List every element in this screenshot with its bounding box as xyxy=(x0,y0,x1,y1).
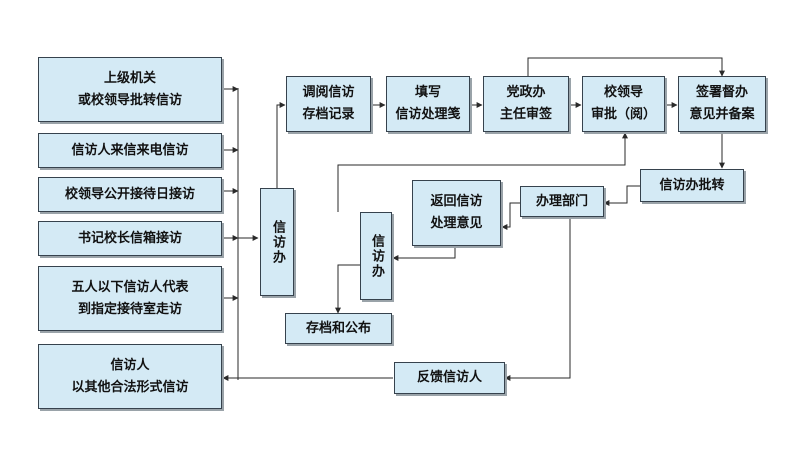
node-office-second-label: 信访办 xyxy=(369,233,384,279)
node-return-opinion: 返回信访 处理意见 xyxy=(412,180,501,246)
arrow-return-to-office2 xyxy=(392,246,456,261)
node-fill-form: 填写 信访处理笺 xyxy=(386,76,470,132)
arrow-forward-to-dept xyxy=(603,185,640,206)
arrow-office2-to-archive xyxy=(335,264,360,314)
node-office-main: 信访办 xyxy=(260,188,294,296)
arrow-dept-to-feedback xyxy=(504,216,571,381)
node-group-visit: 五人以下信访人代表 到指定接待室走访 xyxy=(38,266,222,331)
node-leader-reception: 校领导公开接待日接访 xyxy=(38,177,222,212)
node-other-forms: 信访人 以其他合法形式信访 xyxy=(38,344,222,409)
arrow-party-to-sign-top xyxy=(527,57,725,77)
node-letters-calls: 信访人来信来电信访 xyxy=(38,133,222,168)
node-superior: 上级机关 或校领导批转信访 xyxy=(38,57,222,122)
node-office-forward: 信访办批转 xyxy=(640,169,744,202)
node-office-second: 信访办 xyxy=(360,212,392,300)
node-mailbox: 书记校长信箱接访 xyxy=(38,221,222,256)
node-party-office: 党政办 主任审签 xyxy=(483,76,569,132)
node-sign-supervise: 签署督办 意见并备案 xyxy=(678,76,766,132)
node-archive-publish: 存档和公布 xyxy=(285,313,392,344)
arrow-office-to-review xyxy=(276,102,286,188)
arrow-dept-to-return xyxy=(501,202,520,230)
arrow-office2-to-leader xyxy=(337,132,628,212)
node-leader-approve: 校领导 审批（阅） xyxy=(582,76,665,132)
node-office-main-label: 信访办 xyxy=(270,219,285,265)
node-handling-dept: 办理部门 xyxy=(520,186,604,217)
node-feedback: 反馈信访人 xyxy=(394,362,505,394)
node-review-records: 调阅信访 存档记录 xyxy=(286,76,371,132)
